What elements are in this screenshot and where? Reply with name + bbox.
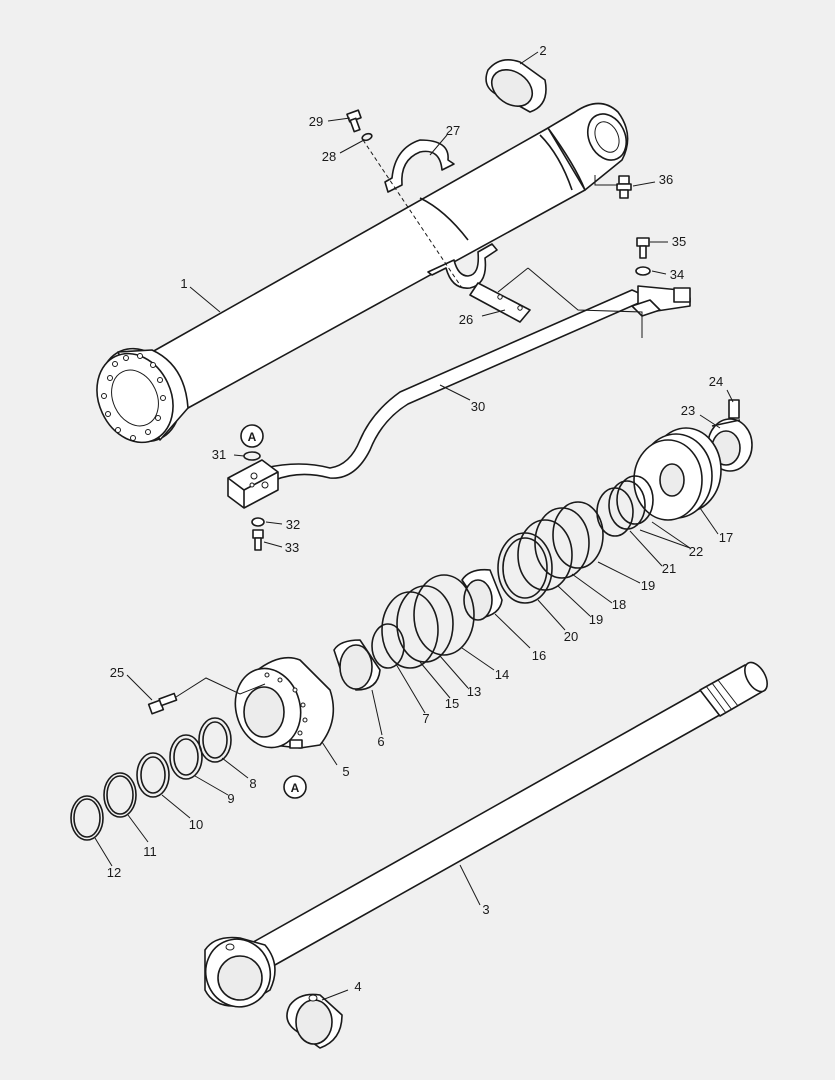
- callout-35: 35: [672, 234, 686, 249]
- callout-23: 23: [681, 403, 695, 418]
- callout-31: 31: [212, 447, 226, 462]
- seal-8: [198, 717, 232, 763]
- callout-7: 7: [422, 711, 429, 726]
- callout-1: 1: [180, 276, 187, 291]
- clamp-band-upper: [384, 139, 455, 193]
- wear-ring-19b: [517, 519, 573, 591]
- seal-9-inner: [173, 738, 199, 776]
- callout-19-lower: 19: [589, 612, 603, 627]
- pipe-bracket: [427, 243, 531, 323]
- callout-30: 30: [471, 399, 485, 414]
- callout-19-upper: 19: [641, 578, 655, 593]
- gland-bushing: [461, 568, 503, 621]
- bolt-35: [636, 237, 650, 259]
- bushing-6: [333, 639, 381, 691]
- seal-8-inner: [202, 721, 228, 759]
- o-ring-15: [381, 591, 439, 669]
- seal-11-inner: [106, 775, 134, 815]
- callout-4: 4: [354, 979, 361, 994]
- callout-12: 12: [107, 865, 121, 880]
- bolt-leader-25: [175, 677, 266, 698]
- callout-10: 10: [189, 817, 203, 832]
- o-ring-7: [371, 623, 405, 669]
- seal-ring-21: [596, 487, 634, 537]
- washer-32: [251, 517, 265, 527]
- callout-32: 32: [286, 517, 300, 532]
- callout-3: 3: [482, 902, 489, 917]
- piston-rod: [204, 661, 768, 1008]
- bushing-top: [485, 59, 547, 113]
- callout-5: 5: [342, 764, 349, 779]
- callout-17: 17: [719, 530, 733, 545]
- grease-fitting: [616, 175, 632, 199]
- callout-24: 24: [709, 374, 723, 389]
- callout-36: 36: [659, 172, 673, 187]
- bolt-29: [346, 109, 362, 133]
- seal-12: [70, 795, 104, 841]
- cylinder-tube: [96, 102, 629, 444]
- callout-21: 21: [662, 561, 676, 576]
- piston-seal-20: [497, 532, 553, 604]
- callout-9: 9: [227, 791, 234, 806]
- callout-18: 18: [612, 597, 626, 612]
- set-screw: [728, 399, 740, 419]
- reference-marker-a-label: A: [248, 430, 257, 444]
- seal-12-inner: [73, 798, 101, 838]
- head-bolt: [147, 692, 178, 715]
- seal-10: [136, 752, 170, 798]
- callout-20: 20: [564, 629, 578, 644]
- cylinder-head: [234, 656, 335, 749]
- callout-11: 11: [143, 844, 157, 859]
- callout-28: 28: [322, 149, 336, 164]
- wear-ring-19a: [552, 501, 604, 569]
- bushing-rod-eye: [286, 993, 343, 1049]
- clamp-center-line: [362, 139, 463, 289]
- callout-22: 22: [689, 544, 703, 559]
- pipe-assembly: [227, 285, 691, 509]
- reference-marker-a-top: A: [240, 424, 264, 448]
- seal-9: [169, 734, 203, 780]
- bolt-33: [252, 529, 264, 551]
- callout-15: 15: [445, 696, 459, 711]
- callout-27: 27: [446, 123, 460, 138]
- callout-25: 25: [110, 665, 124, 680]
- callout-2: 2: [539, 43, 546, 58]
- seal-10-inner: [140, 756, 166, 794]
- callout-6: 6: [377, 734, 384, 749]
- callout-26: 26: [459, 312, 473, 327]
- backup-ring-14: [413, 574, 475, 656]
- callout-labels: 1 2 3 4 5 6 7 8 9 10 11 12 13 14 15 16 1…: [107, 43, 733, 994]
- callout-33: 33: [285, 540, 299, 555]
- piston: [633, 427, 722, 521]
- leader-lines: [94, 51, 734, 1001]
- callout-16: 16: [532, 648, 546, 663]
- callout-8: 8: [249, 776, 256, 791]
- callout-13: 13: [467, 684, 481, 699]
- seal-ring-22a: [616, 475, 654, 525]
- o-ring-31: [243, 451, 261, 461]
- reference-marker-a-label: A: [291, 781, 300, 795]
- callout-29: 29: [309, 114, 323, 129]
- callout-34: 34: [670, 267, 684, 282]
- wear-ring-18: [534, 507, 590, 579]
- reference-marker-a-bottom: A: [283, 775, 307, 799]
- callout-14: 14: [495, 667, 509, 682]
- washer-34: [635, 266, 651, 276]
- piston-seal-20-inner: [502, 537, 548, 599]
- washer-28: [361, 132, 373, 142]
- seal-11: [103, 772, 137, 818]
